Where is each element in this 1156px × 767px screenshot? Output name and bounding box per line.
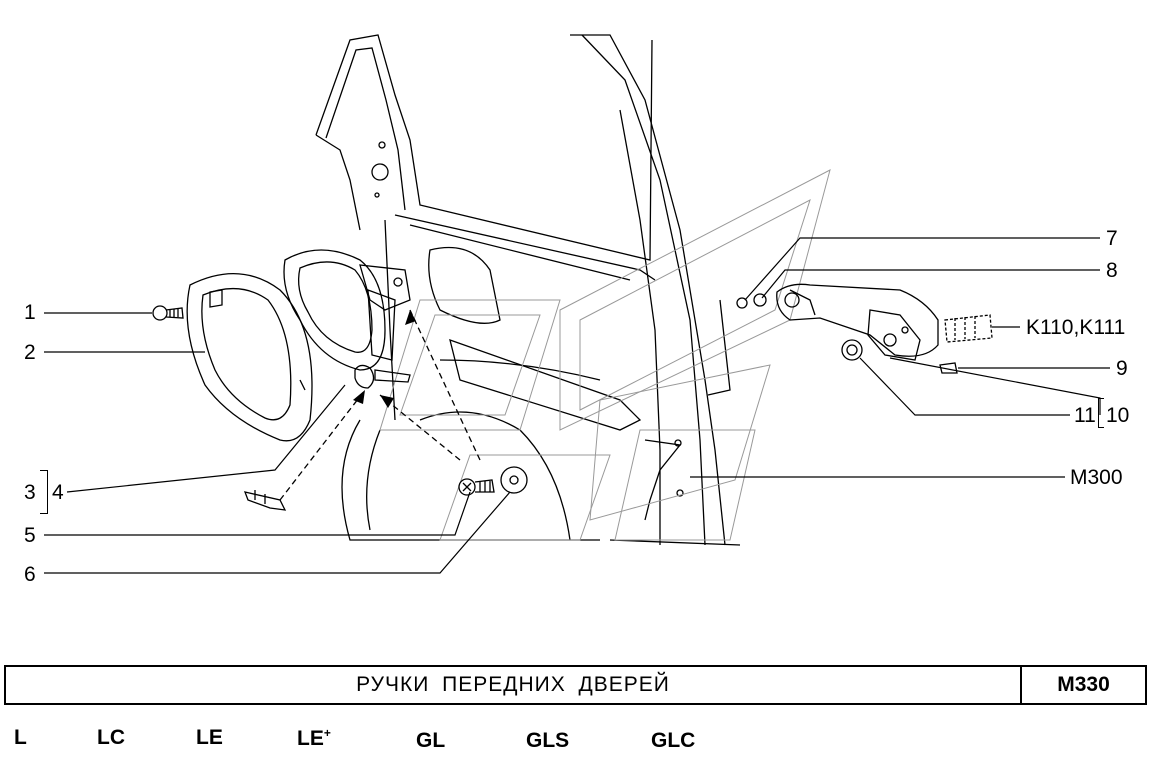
diagram-code: M330 [1057, 673, 1110, 696]
trim-level-gls: GLS [526, 729, 570, 752]
rod-part [243, 490, 287, 511]
callout-10-11-bracket [1098, 398, 1104, 428]
inner-handle [283, 249, 411, 389]
callout-1: 1 [24, 301, 36, 324]
callout-4: 4 [52, 481, 64, 504]
trim-level-lc: LC [97, 726, 125, 749]
callout-8: 8 [1106, 259, 1118, 282]
washer-part-6 [500, 466, 528, 494]
trim-level-le-plus: LE+ [297, 726, 331, 751]
callout-7: 7 [1106, 227, 1118, 250]
callout-10: 10 [1106, 404, 1130, 427]
trim-level-plus-sign: + [323, 726, 331, 740]
trim-level-l: L [14, 726, 27, 749]
trim-level-le-plus-label: LE [297, 727, 324, 750]
callout-2: 2 [24, 341, 36, 364]
callout-5: 5 [24, 524, 36, 547]
callout-k110-k111: K110,K111 [1026, 316, 1126, 339]
lock-cylinder-dashed [944, 314, 993, 343]
title-divider [1020, 667, 1022, 703]
callout-3-4-bracket [40, 470, 48, 514]
door-handle-diagram [44, 34, 1110, 574]
callout-11: 11 [1074, 404, 1096, 427]
outer-handle [736, 283, 958, 374]
screw-part-1 [152, 305, 184, 321]
handle-bezel [186, 272, 313, 442]
arrowheads [353, 310, 416, 408]
callout-9: 9 [1116, 357, 1128, 380]
trim-level-le: LE [196, 726, 223, 749]
title-block: РУЧКИ ПЕРЕДНИХ ДВЕРЕЙ M330 [4, 665, 1147, 705]
trim-level-glc: GLC [651, 729, 696, 752]
leader-lines [44, 237, 1110, 574]
diagram-title: РУЧКИ ПЕРЕДНИХ ДВЕРЕЙ [356, 673, 670, 696]
callout-m300: M300 [1070, 466, 1123, 489]
callout-3: 3 [24, 481, 36, 504]
callout-6: 6 [24, 563, 36, 586]
assembly-arrows [279, 309, 481, 501]
watermark-logo [379, 169, 831, 541]
screw-part-5 [458, 478, 495, 496]
trim-level-gl: GL [416, 729, 446, 752]
